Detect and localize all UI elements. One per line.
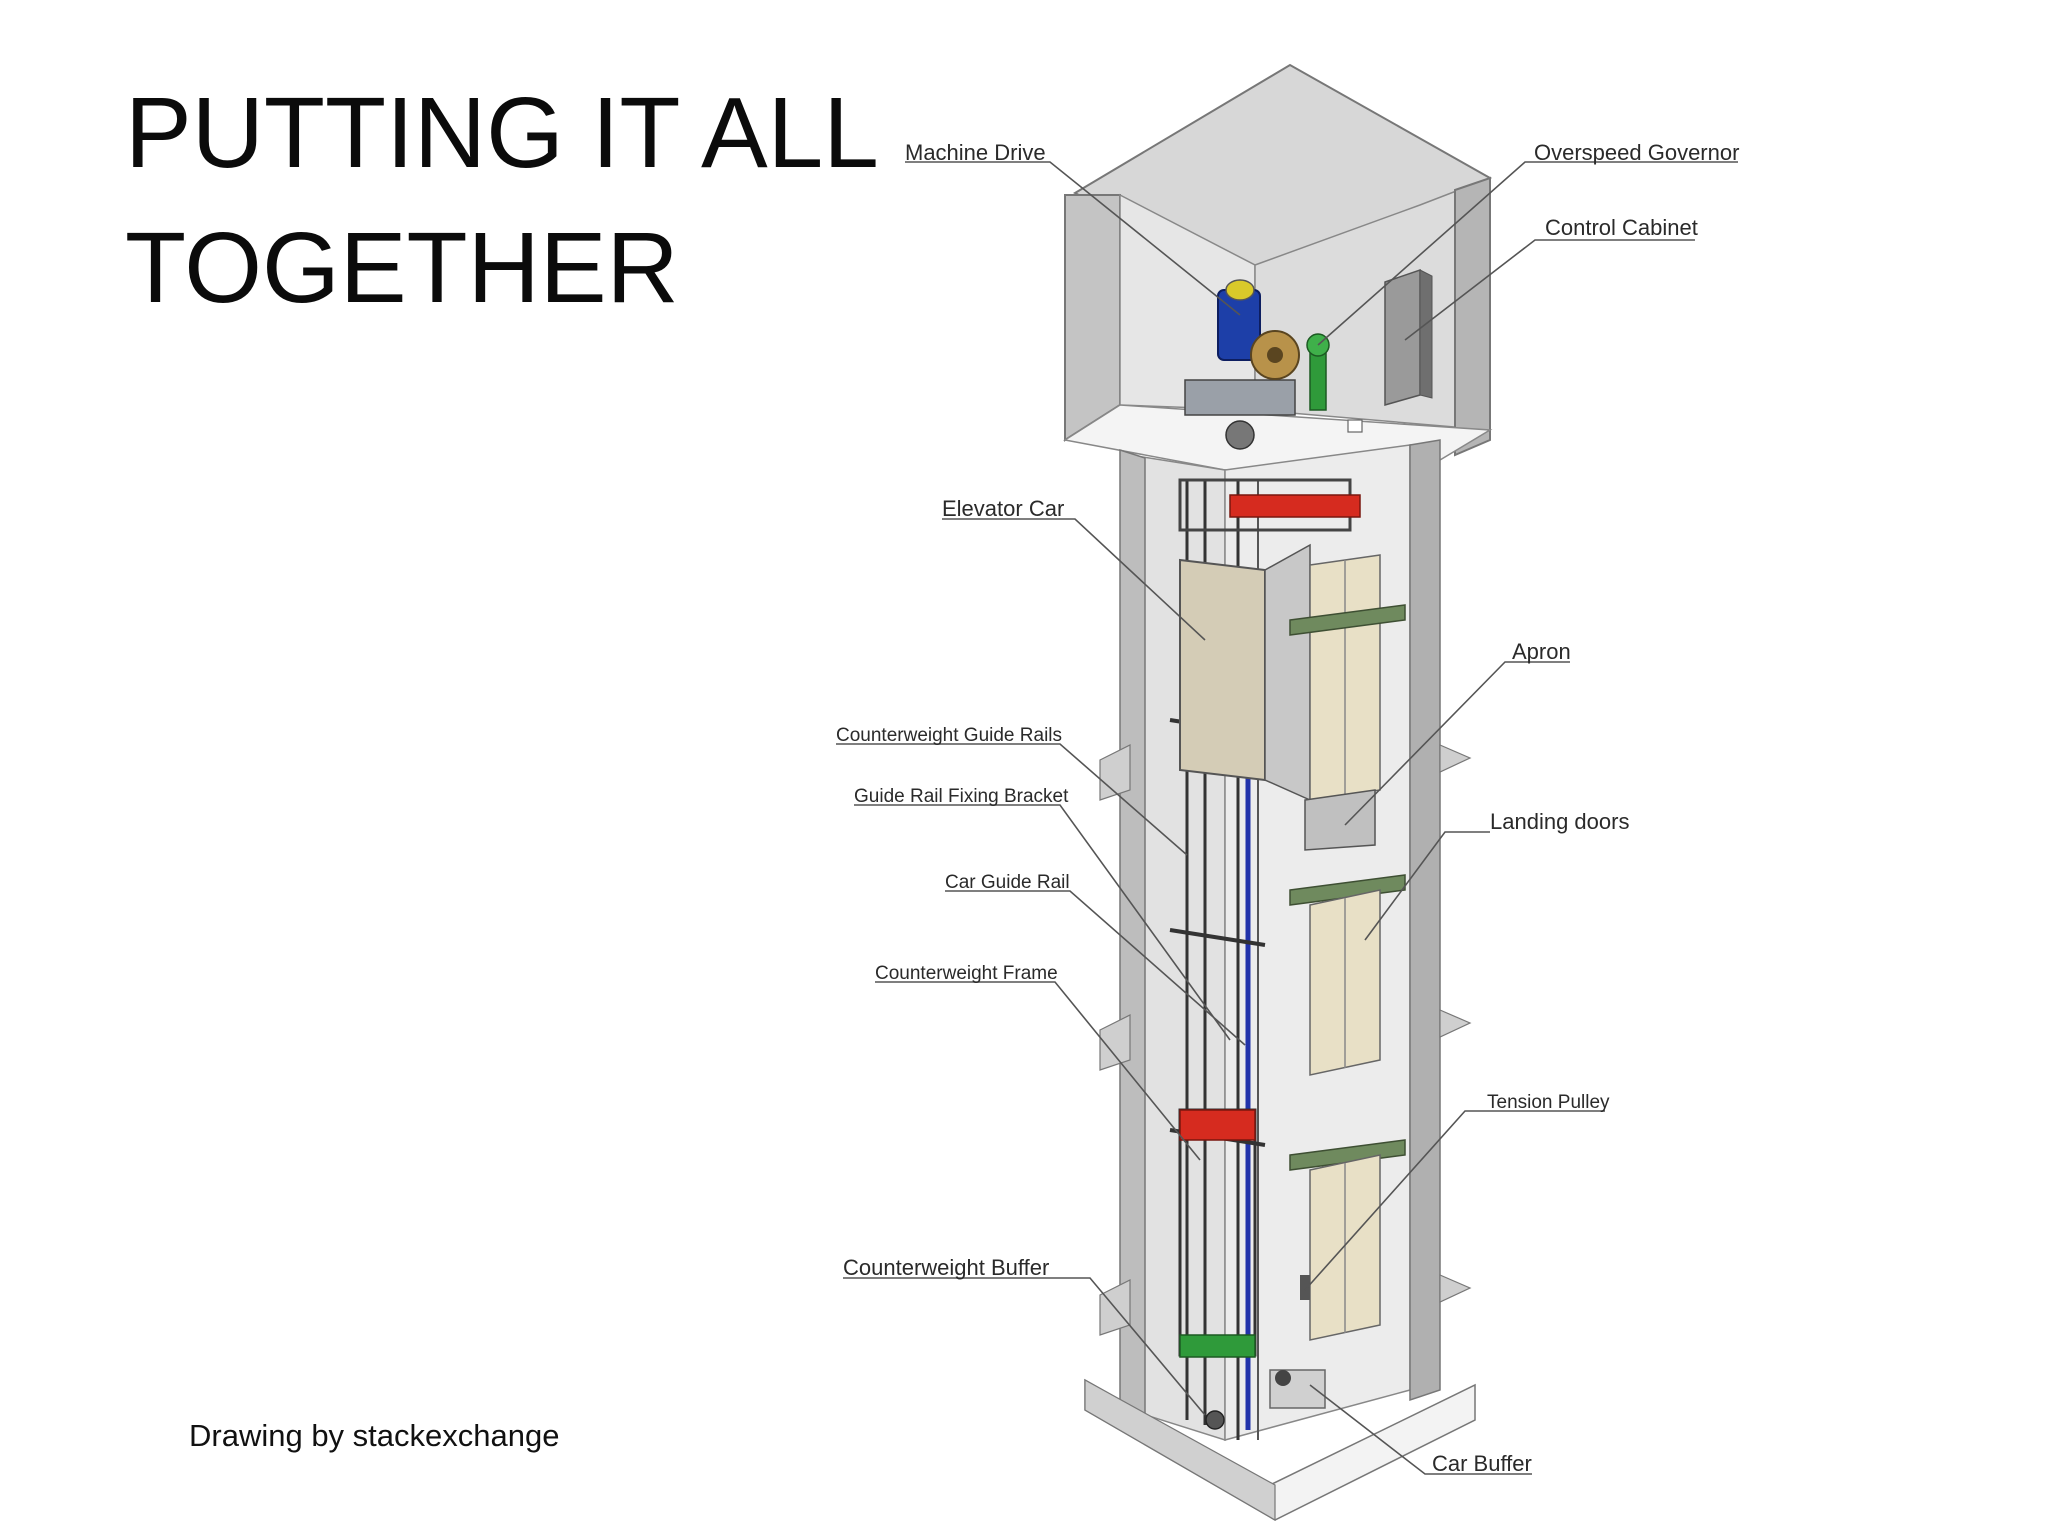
tension-pulley (1300, 1275, 1310, 1300)
label-car-guide-rail: Car Guide Rail (945, 872, 1070, 893)
label-overspeed-governor: Overspeed Governor (1534, 140, 1739, 165)
label-control-cabinet: Control Cabinet (1545, 215, 1698, 240)
title-line-1: PUTTING IT ALL (125, 77, 879, 189)
callout-labels: Machine Drive Overspeed Governor Control… (836, 140, 1739, 1476)
machine-room (1062, 63, 1493, 471)
label-elevator-car: Elevator Car (942, 496, 1064, 521)
counterweight-buffer (1205, 1410, 1225, 1430)
deflector-sheave (1225, 420, 1255, 450)
label-apron: Apron (1512, 639, 1571, 664)
leader-lines (836, 161, 1738, 1475)
hoistway-front-wall-right (1409, 439, 1441, 1402)
label-car-buffer: Car Buffer (1432, 1451, 1532, 1476)
image-credit: Drawing by stackexchange (189, 1418, 560, 1453)
machine-room-wall-right (1454, 176, 1491, 457)
label-landing-doors: Landing doors (1490, 809, 1629, 834)
slide-title: PUTTING IT ALL TOGETHER (125, 66, 885, 336)
apron (1304, 789, 1376, 851)
landing-door-header (1289, 874, 1406, 906)
hoistway-front-wall-left (1119, 448, 1146, 1417)
hoistway (1084, 439, 1476, 1522)
control-cabinet (1384, 268, 1421, 406)
machine-room-wall-left (1064, 194, 1121, 442)
label-counterweight-frame: Counterweight Frame (875, 963, 1058, 984)
label-counterweight-buffer: Counterweight Buffer (843, 1255, 1049, 1280)
counterweight-buffer-plate (1179, 1334, 1256, 1358)
elevator-car (1179, 558, 1266, 782)
machine-bedplate (1184, 379, 1296, 416)
label-guide-rail-fixing-bracket: Guide Rail Fixing Bracket (854, 786, 1069, 807)
label-machine-drive: Machine Drive (905, 140, 1046, 165)
label-counterweight-guide-rails: Counterweight Guide Rails (836, 725, 1062, 746)
label-tension-pulley: Tension Pulley (1487, 1092, 1610, 1113)
title-line-2: TOGETHER (125, 212, 679, 324)
